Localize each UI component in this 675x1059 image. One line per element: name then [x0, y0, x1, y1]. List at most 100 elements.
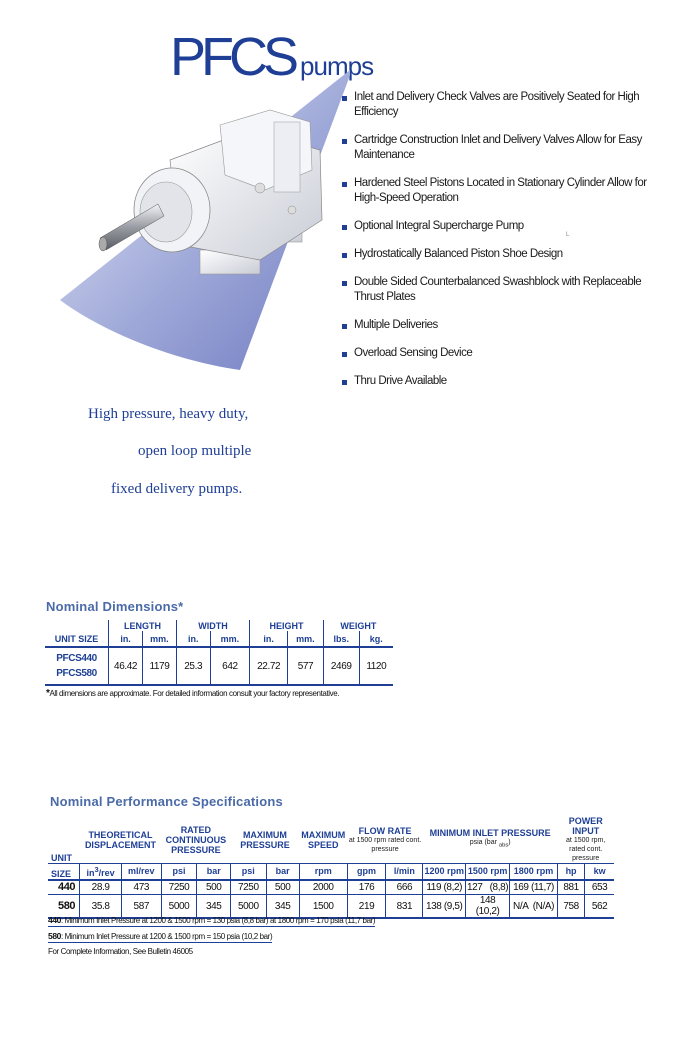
- feature-item: Hardened Steel Pistons Located in Statio…: [342, 176, 662, 206]
- dimensions-table: LENGTH WIDTH HEIGHT WEIGHT UNIT SIZE in.…: [45, 620, 393, 686]
- tagline-line: High pressure, heavy duty,: [88, 406, 249, 422]
- col-header: ml/rev: [120, 863, 162, 881]
- col-group-displacement: THEORETICAL DISPLACEMENT: [84, 829, 156, 850]
- col-header: psi: [230, 863, 267, 881]
- bullet-icon: [342, 139, 347, 144]
- table-cell: 562: [584, 894, 614, 919]
- col-header: psi: [160, 863, 197, 881]
- col-header: 1200 rpm: [422, 863, 466, 881]
- col-group-min-inlet: MINIMUM INLET PRESSURE psia (bar abs): [429, 828, 551, 849]
- col-header: mm.: [287, 631, 324, 648]
- table-cell: 1179: [142, 647, 177, 686]
- bullet-icon: [342, 352, 347, 357]
- col-header: in.: [175, 631, 211, 648]
- col-group-max-speed: MAXIMUM SPEED: [301, 829, 346, 850]
- pump-illustration: [60, 70, 350, 370]
- col-header: in.: [249, 631, 288, 648]
- dimensions-footnote: *All dimensions are approximate. For det…: [46, 688, 340, 699]
- dimensions-title: Nominal Dimensions*: [46, 599, 184, 614]
- table-cell: 28.9: [79, 879, 122, 895]
- table-cell: 25.3: [175, 647, 211, 686]
- table-cell: 127 (8,8): [464, 879, 510, 895]
- unit-size-cell: 440: [48, 879, 80, 895]
- col-header: mm.: [142, 631, 177, 648]
- feature-item: Cartridge Construction Inlet and Deliver…: [342, 133, 662, 163]
- table-cell: 577: [287, 647, 324, 686]
- feature-item: Double Sided Counterbalanced Swashblock …: [342, 275, 662, 305]
- bullet-icon: [342, 324, 347, 329]
- bullet-icon: [342, 281, 347, 286]
- col-group-flow-rate: FLOW RATE at 1500 rpm rated cont. pressu…: [348, 825, 422, 853]
- col-header: mm.: [209, 631, 250, 648]
- col-header: gpm: [346, 863, 386, 881]
- unit-label-top: UNIT: [51, 853, 72, 863]
- col-header: kg.: [358, 631, 393, 648]
- table-cell: 148 (10,2): [464, 894, 510, 919]
- feature-item: Thru Drive Available: [342, 374, 662, 389]
- table-row: PFCS440 PFCS580 46.42 1179 25.3 642 22.7…: [45, 647, 393, 686]
- unit-label-bottom: SIZE: [48, 863, 80, 881]
- table-cell: 22.72: [249, 647, 288, 686]
- col-group-max-pressure: MAXIMUM PRESSURE: [240, 829, 290, 850]
- col-header: hp: [556, 863, 585, 881]
- unit-size-cell: 580: [48, 894, 80, 919]
- col-header: l/min: [385, 863, 423, 881]
- table-cell: 666: [385, 879, 423, 895]
- title-main: PFCS: [170, 27, 299, 87]
- col-header: 1500 rpm: [464, 863, 510, 881]
- table-cell: 2469: [322, 647, 360, 686]
- table-cell: 500: [196, 879, 231, 895]
- table-cell: 587: [120, 894, 162, 919]
- col-header: rpm: [298, 863, 348, 881]
- bullet-icon: [342, 380, 347, 385]
- col-group-width: WIDTH: [175, 620, 250, 631]
- table-cell: 169 (11,7): [509, 879, 558, 895]
- bullet-icon: [342, 96, 347, 101]
- table-cell: 1120: [358, 647, 393, 686]
- feature-item: Inlet and Delivery Check Valves are Posi…: [342, 90, 662, 120]
- feature-item: Multiple Deliveries: [342, 318, 662, 333]
- table-cell: N/A (N/A): [509, 894, 558, 919]
- table-cell: 138 (9,5): [422, 894, 466, 919]
- table-cell: 7250: [230, 879, 267, 895]
- table-cell: 881: [556, 879, 585, 895]
- unit-size-header: UNIT SIZE: [45, 631, 109, 648]
- performance-note-bulletin: For Complete Information, See Bulletin 4…: [48, 947, 193, 956]
- table-cell: 2000: [298, 879, 348, 895]
- tagline-line: open loop multiple: [138, 443, 252, 459]
- bullet-icon: [342, 253, 347, 258]
- table-row: 580 35.8 587 5000 345 5000 345 1500 219 …: [48, 894, 614, 919]
- table-cell: 5000: [160, 894, 197, 919]
- col-group-power-input: POWER INPUT at 1500 rpm, rated cont. pre…: [566, 816, 606, 862]
- table-row: 440 28.9 473 7250 500 7250 500 2000 176 …: [48, 879, 614, 895]
- decorative-mark: L: [566, 232, 570, 238]
- table-cell: 473: [120, 879, 162, 895]
- col-header: 1800 rpm: [509, 863, 558, 881]
- feature-list: Inlet and Delivery Check Valves are Posi…: [342, 90, 662, 389]
- col-group-weight: WEIGHT: [322, 620, 393, 631]
- table-cell: 500: [265, 879, 300, 895]
- performance-table: UNIT THEORETICAL DISPLACEMENT RATED CONT…: [48, 816, 614, 919]
- table-cell: 758: [556, 894, 585, 919]
- table-cell: 35.8: [79, 894, 122, 919]
- bullet-icon: [342, 225, 347, 230]
- table-cell: 119 (8,2): [422, 879, 466, 895]
- table-cell: 642: [209, 647, 250, 686]
- col-header: bar: [265, 863, 300, 881]
- table-cell: 653: [584, 879, 614, 895]
- table-cell: 345: [265, 894, 300, 919]
- unit-size-cell: PFCS440 PFCS580: [45, 647, 109, 686]
- table-cell: 345: [196, 894, 231, 919]
- feature-item: Hydrostatically Balanced Piston Shoe Des…: [342, 247, 662, 262]
- feature-item: Optional Integral Supercharge Pump: [342, 219, 662, 234]
- table-cell: 219: [346, 894, 386, 919]
- table-cell: 5000: [230, 894, 267, 919]
- col-group-rated-pressure: RATED CONTINUOUS PRESSURE: [165, 824, 227, 855]
- col-header: lbs.: [322, 631, 360, 648]
- performance-title: Nominal Performance Specifications: [50, 794, 283, 809]
- table-cell: 176: [346, 879, 386, 895]
- table-cell: 1500: [298, 894, 348, 919]
- col-header: kw: [584, 863, 614, 881]
- performance-note-440: 440: Minimum Inlet Pressure at 1200 & 15…: [48, 915, 376, 927]
